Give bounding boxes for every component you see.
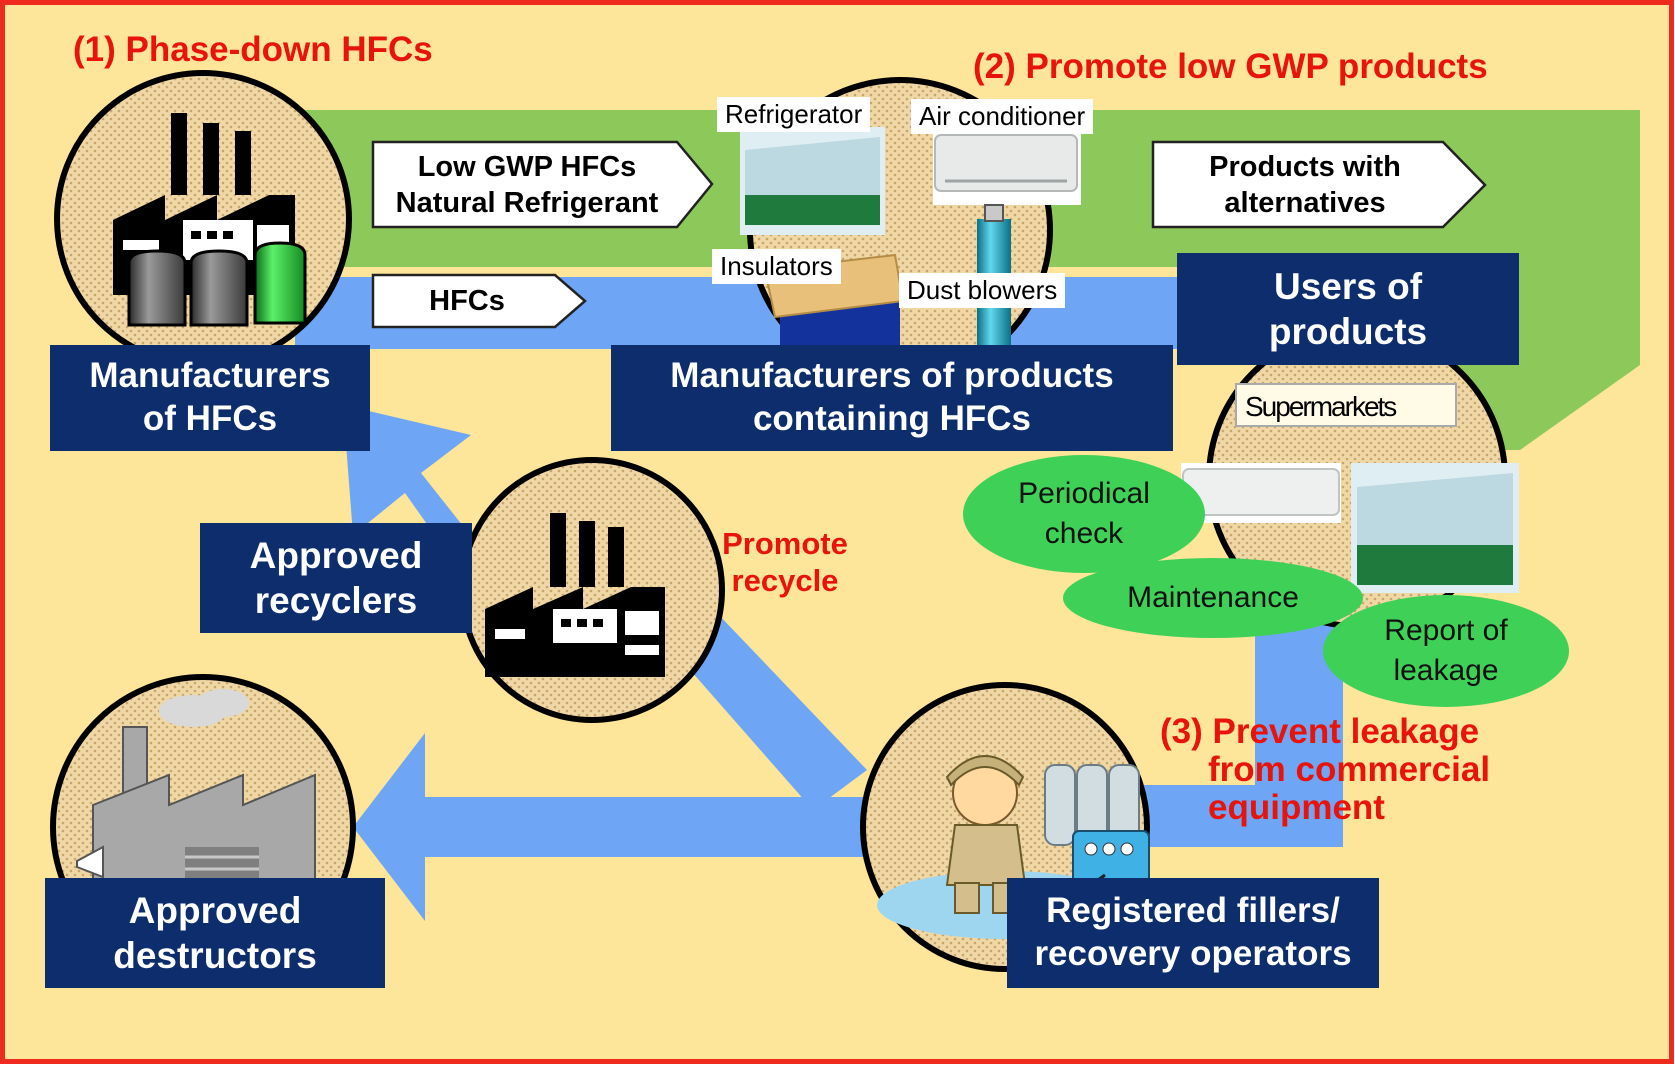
promote-recycle-text: Promote recycle [707, 525, 863, 599]
prevent-line3: equipment [1208, 787, 1385, 827]
recyclers-line2: recyclers [254, 580, 418, 621]
box-approved-recyclers: Approved recyclers [200, 523, 472, 633]
oval-periodical-check: Periodical check [963, 455, 1205, 573]
recycler-factory-icon [485, 513, 665, 677]
mfr-hfcs-line2: of HFCs [142, 399, 278, 438]
box-users-of-products: Users of products [1177, 253, 1519, 365]
mfr-products-line1: Manufacturers of products [670, 356, 1114, 396]
prevent-line2: from commercial [1208, 749, 1491, 789]
refrigerator-picture [740, 127, 885, 235]
arrow-products-alt [1151, 140, 1487, 229]
arrow-to-recyclers [343, 405, 867, 810]
low-gwp-line1: Low GWP HFCs [417, 150, 637, 183]
arrow-hfcs [371, 273, 587, 329]
destructors-line2: destructors [113, 935, 317, 976]
fillers-line2: recovery operators [1034, 934, 1352, 973]
title-prevent-leakage: (3) Prevent leakage from commercial equi… [1160, 713, 1540, 826]
box-manufacturers-products: Manufacturers of products containing HFC… [611, 345, 1173, 451]
products-alt-line2: alternatives [1224, 187, 1386, 219]
box-manufacturers-hfcs: Manufacturers of HFCs [50, 345, 370, 451]
title-promote-low-gwp: (2) Promote low GWP products [973, 47, 1488, 86]
label-air-conditioner: Air conditioner [911, 99, 1094, 134]
promote-recycle-line2: recycle [731, 563, 839, 599]
users-aircon-picture [1181, 463, 1341, 523]
fillers-line1: Registered fillers/ [1046, 891, 1340, 931]
periodical-line2: check [1044, 517, 1124, 550]
label-dust-blowers: Dust blowers [899, 273, 1066, 308]
report-line1: Report of [1384, 613, 1508, 647]
arrow-products-alt-label: Products with alternatives [1155, 145, 1455, 225]
mfr-hfcs-line1: Manufacturers [89, 356, 331, 396]
users-line2: products [1268, 311, 1428, 352]
products-alt-line1: Products with [1209, 150, 1401, 183]
box-approved-destructors: Approved destructors [45, 878, 385, 988]
prevent-line1: (3) Prevent leakage [1160, 712, 1480, 751]
label-refrigerator: Refrigerator [717, 97, 871, 132]
air-conditioner-picture [933, 125, 1081, 205]
oval-maintenance: Maintenance [1063, 558, 1363, 638]
arrow-low-gwp-label: Low GWP HFCs Natural Refrigerant [377, 145, 677, 225]
arrow-to-destructors [353, 733, 1105, 921]
hfc-factory-icon [113, 113, 307, 327]
users-line1: Users of [1273, 265, 1423, 307]
recyclers-line1: Approved [249, 534, 423, 576]
label-insulators: Insulators [712, 249, 841, 284]
destructors-line1: Approved [128, 889, 302, 931]
report-line2: leakage [1393, 654, 1499, 687]
arrow-low-gwp [371, 140, 714, 229]
promote-recycle-line1: Promote [722, 526, 848, 561]
oval-report-of-leakage: Report of leakage [1323, 595, 1569, 707]
users-showcase-picture [1351, 463, 1519, 593]
arrow-hfcs-label: HFCs [429, 284, 505, 317]
mfr-products-line2: containing HFCs [752, 399, 1032, 438]
periodical-line1: Periodical [1018, 476, 1150, 510]
title-phase-down: (1) Phase-down HFCs [73, 30, 433, 69]
recyclers-circle [459, 457, 725, 723]
low-gwp-line2: Natural Refrigerant [395, 187, 659, 219]
box-registered-fillers: Registered fillers/ recovery operators [1007, 878, 1379, 988]
label-supermarkets: Supermarkets [1235, 383, 1457, 427]
